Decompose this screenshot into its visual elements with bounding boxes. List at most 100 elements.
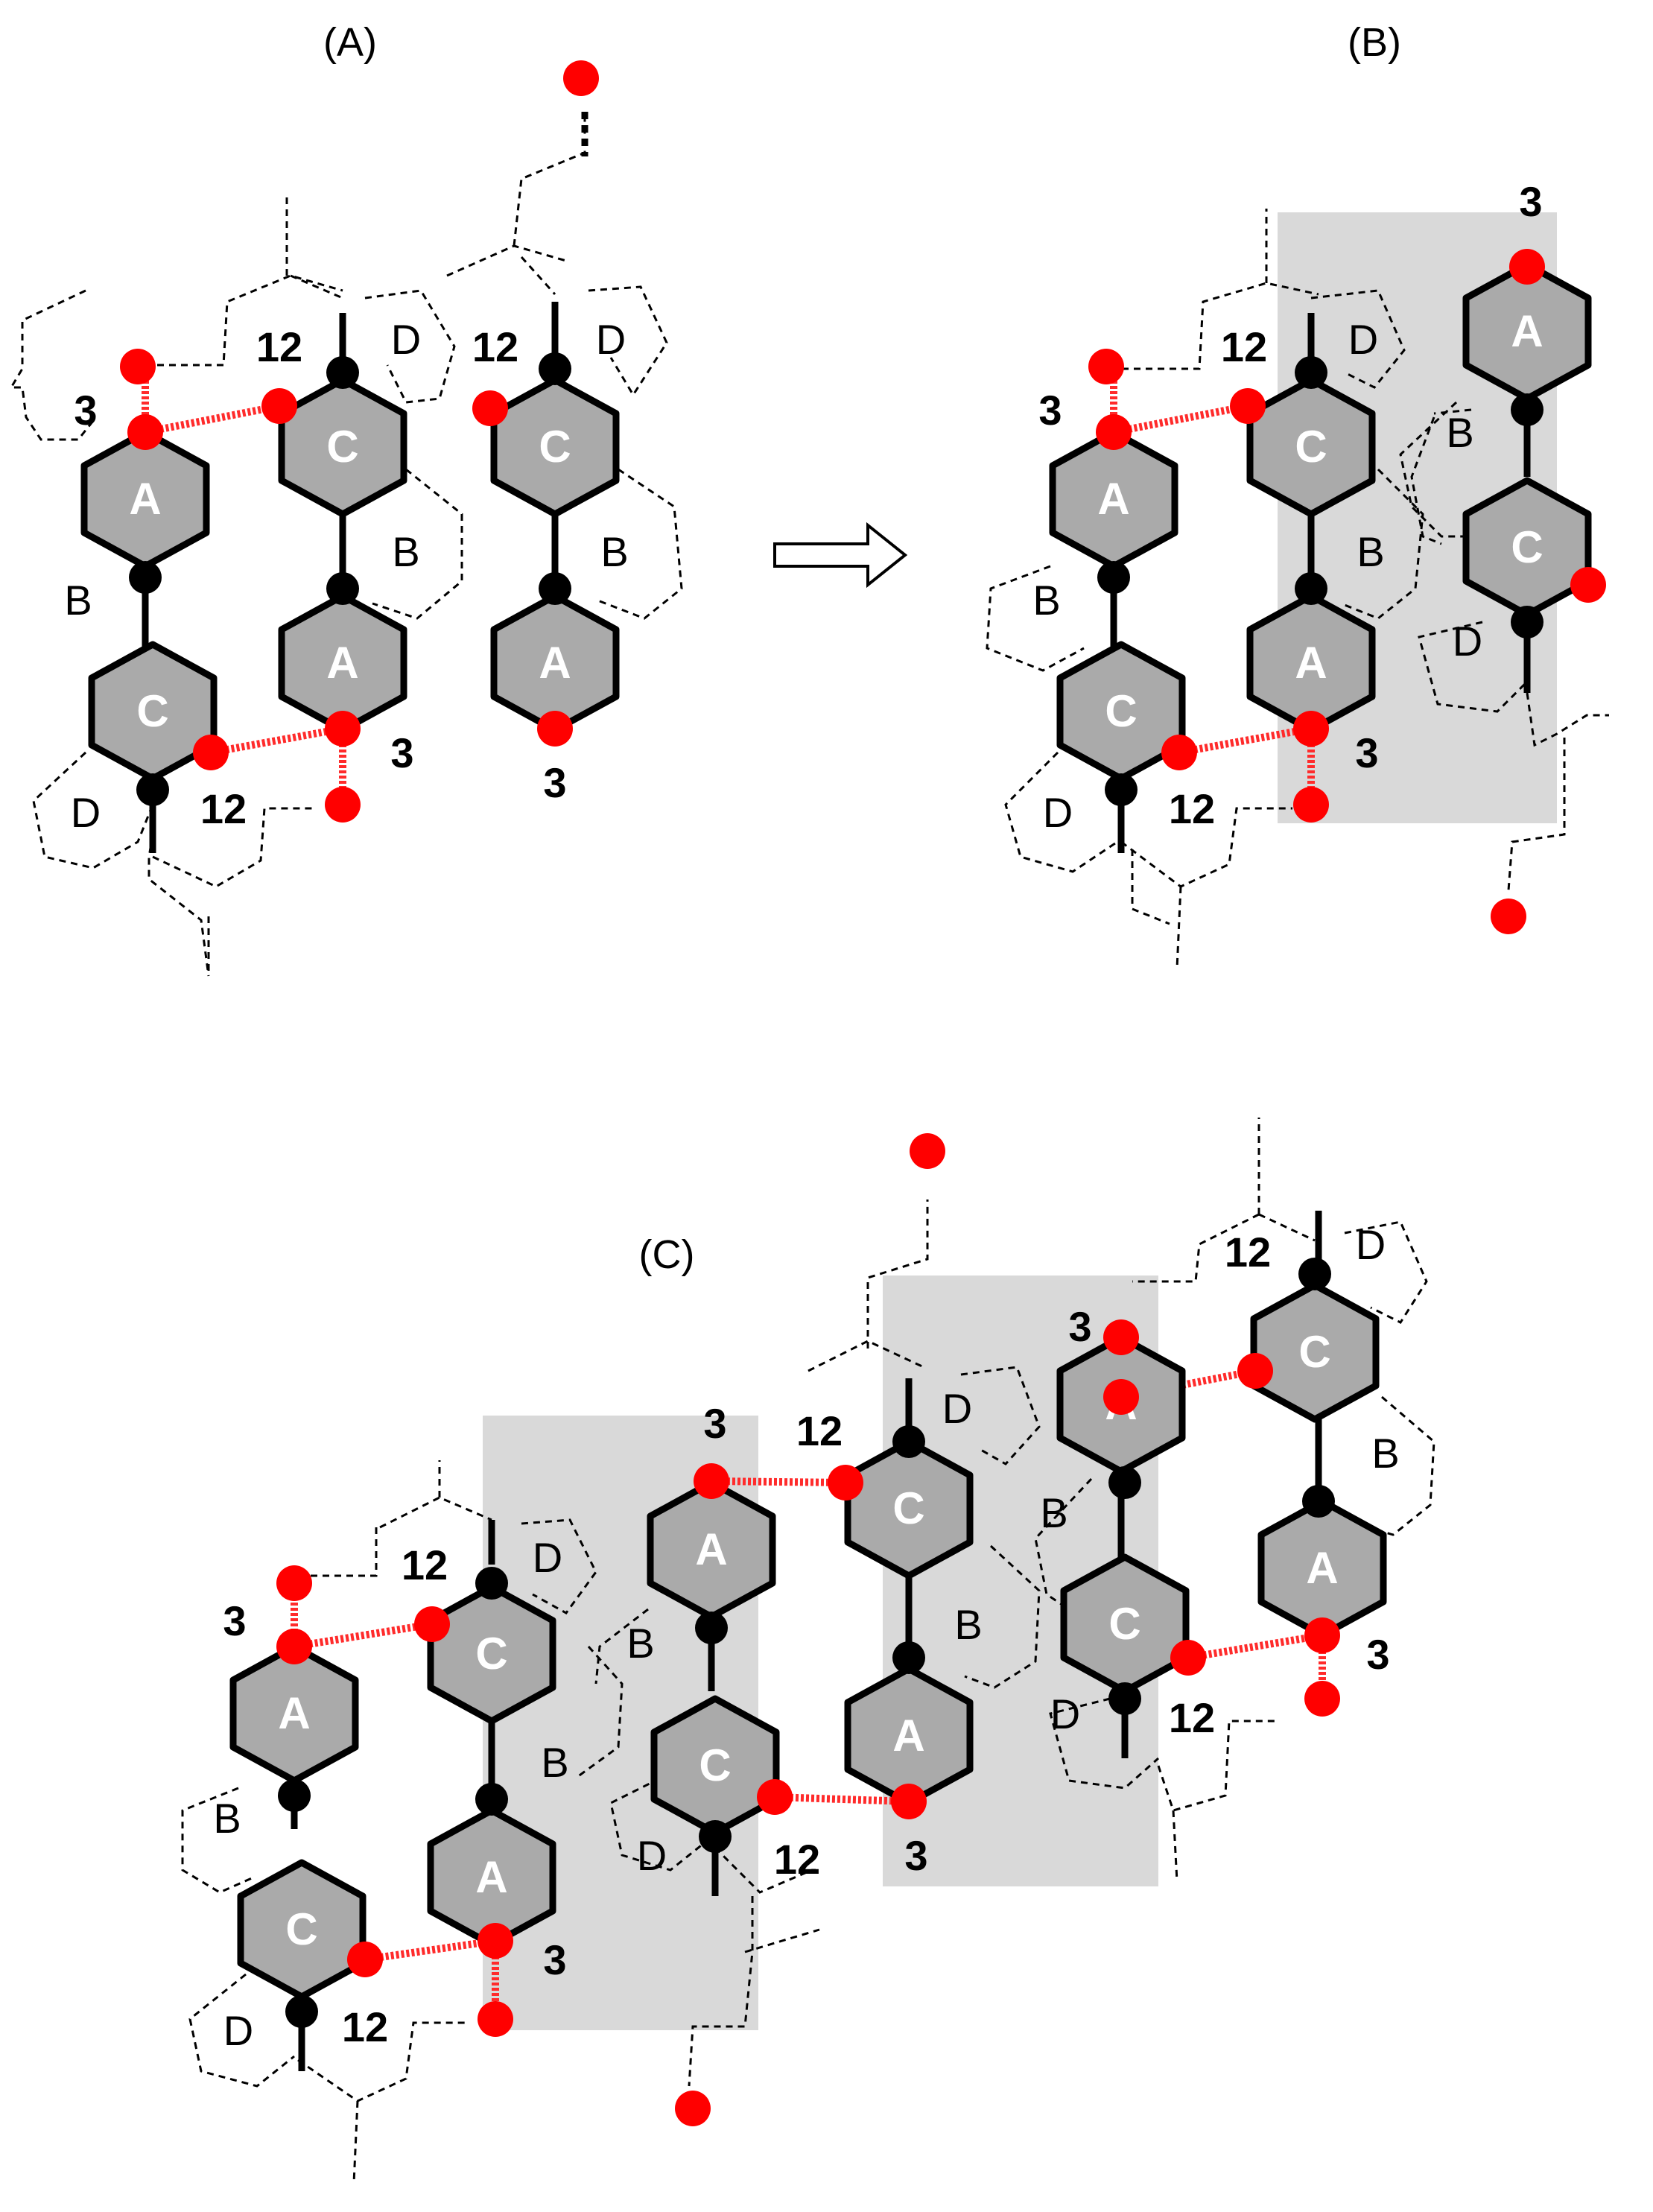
ring-c-c6 — [1250, 1281, 1380, 1423]
ring-c-label: C — [1298, 1327, 1330, 1377]
ring-b-left-label: B — [64, 577, 92, 624]
ring-d-label: D — [1348, 316, 1378, 363]
ring-d-label: D — [223, 2007, 253, 2054]
ring-c-label: C — [285, 1904, 317, 1954]
oxygen-atom — [1570, 567, 1606, 603]
ring-a-label: A — [892, 1711, 924, 1761]
oxygen-atom — [276, 1565, 312, 1601]
ring-c-label: C — [1295, 422, 1327, 472]
position-12-label: 12 — [472, 323, 518, 370]
carbon-junction-atom — [326, 572, 359, 605]
position-12-label: 12 — [256, 323, 302, 370]
oxygen-atom — [1103, 1319, 1139, 1355]
ring-a-left-label: A — [129, 474, 161, 524]
oxygen-atom — [675, 2091, 711, 2126]
carbon-junction-atom — [475, 1567, 508, 1600]
oxygen-atom — [261, 388, 297, 424]
carbon-junction-atom — [278, 1779, 311, 1812]
ring-b-label: B — [1032, 577, 1060, 624]
carbon-junction-atom — [1298, 1258, 1331, 1290]
position-12-label: 12 — [1225, 1229, 1271, 1275]
carbon-junction-atom — [1295, 572, 1327, 605]
oxygen-atom — [910, 1133, 945, 1169]
carbon-junction-atom — [1295, 356, 1327, 389]
oxygen-atom — [1293, 711, 1329, 747]
ring-d-mid-label: D — [391, 316, 421, 363]
ring-a-label: A — [695, 1524, 727, 1574]
oxygen-atom — [537, 711, 573, 747]
oxygen-atom — [276, 1629, 312, 1664]
oxygen-atom — [1237, 1353, 1273, 1389]
ring-a-label: A — [1097, 474, 1129, 524]
ring-a-label: A — [1295, 638, 1327, 688]
oxygen-atom — [757, 1779, 793, 1815]
position-3-label: 3 — [74, 387, 97, 434]
position-3-label: 3 — [543, 759, 566, 806]
oxygen-atom — [193, 735, 229, 770]
ring-b-label: B — [541, 1739, 568, 1786]
ring-c-label: C — [475, 1629, 507, 1679]
oxygen-atom — [120, 349, 156, 384]
ring-c-mid-label: C — [326, 422, 358, 472]
oxygen-atom — [325, 711, 361, 747]
position-3-label: 3 — [1355, 729, 1378, 776]
panel-title-b: (B) — [1348, 20, 1401, 65]
position-3-label: 3 — [1068, 1303, 1091, 1350]
oxygen-atom — [1491, 899, 1526, 934]
ring-d-right-label: D — [596, 316, 626, 363]
ring-d-left-label: D — [71, 789, 101, 836]
oxygen-atom — [1161, 735, 1197, 770]
oxygen-atom — [325, 787, 361, 823]
carbon-junction-atom — [285, 1995, 318, 2028]
ring-c-label: C — [1108, 1599, 1140, 1649]
ring-c-label: C — [699, 1740, 731, 1790]
ring-b-label: B — [1040, 1489, 1067, 1536]
ring-b-label: B — [626, 1620, 654, 1667]
carbon-junction-atom — [892, 1425, 925, 1458]
carbon-junction-atom — [1097, 561, 1130, 594]
position-3-label: 3 — [223, 1597, 246, 1644]
ring-a-label: A — [475, 1852, 507, 1902]
oxygen-atom — [1304, 1681, 1340, 1717]
carbon-junction-atom — [136, 773, 169, 806]
ring-d-label: D — [1453, 618, 1482, 665]
panel-b: A C C A A C B D D B B D 3 1 — [986, 178, 1609, 969]
ring-d-label: D — [533, 1534, 562, 1581]
ring-a-label: A — [1306, 1543, 1338, 1593]
carbon-junction-atom — [1511, 606, 1543, 638]
position-12-label: 12 — [1169, 1694, 1215, 1741]
position-3-label: 3 — [1519, 178, 1542, 225]
ring-c-label: C — [892, 1483, 924, 1533]
carbon-junction-atom — [326, 356, 359, 389]
position-12-label: 12 — [402, 1541, 448, 1588]
oxygen-atom — [1293, 787, 1329, 823]
ring-b-label: B — [1446, 409, 1473, 456]
position-3-label: 3 — [904, 1832, 927, 1879]
position-12-label: 12 — [342, 2003, 388, 2050]
position-3-label: 3 — [1038, 387, 1062, 434]
panel-c: A C C A A C C A A C C A B D D B B D D B … — [181, 1118, 1435, 2184]
ring-b-label: B — [954, 1601, 982, 1648]
carbon-junction-atom — [695, 1612, 728, 1644]
oxygen-atom — [478, 2001, 513, 2037]
ring-d-label: D — [1356, 1221, 1386, 1268]
panel-a: A C C A C A B D D B D B 3 1 — [9, 60, 683, 977]
oxygen-atom — [563, 60, 599, 96]
ring-a-label: A — [278, 1688, 310, 1738]
position-3-label: 3 — [1366, 1631, 1389, 1678]
oxygen-atom — [1088, 349, 1124, 384]
oxygen-atom — [1509, 249, 1545, 285]
ring-b-label: B — [1371, 1430, 1399, 1477]
oxygen-atom — [1103, 1379, 1139, 1415]
ring-b-label: B — [213, 1795, 241, 1842]
carbon-junction-atom — [475, 1783, 508, 1816]
oxygen-atom — [891, 1784, 927, 1819]
ring-c-label: C — [1511, 522, 1543, 572]
ring-c-left-label: C — [136, 686, 168, 736]
position-12-label: 12 — [200, 785, 247, 832]
panel-title-a: (A) — [323, 20, 377, 65]
oxygen-atom — [472, 390, 508, 426]
carbon-junction-atom — [699, 1820, 732, 1853]
